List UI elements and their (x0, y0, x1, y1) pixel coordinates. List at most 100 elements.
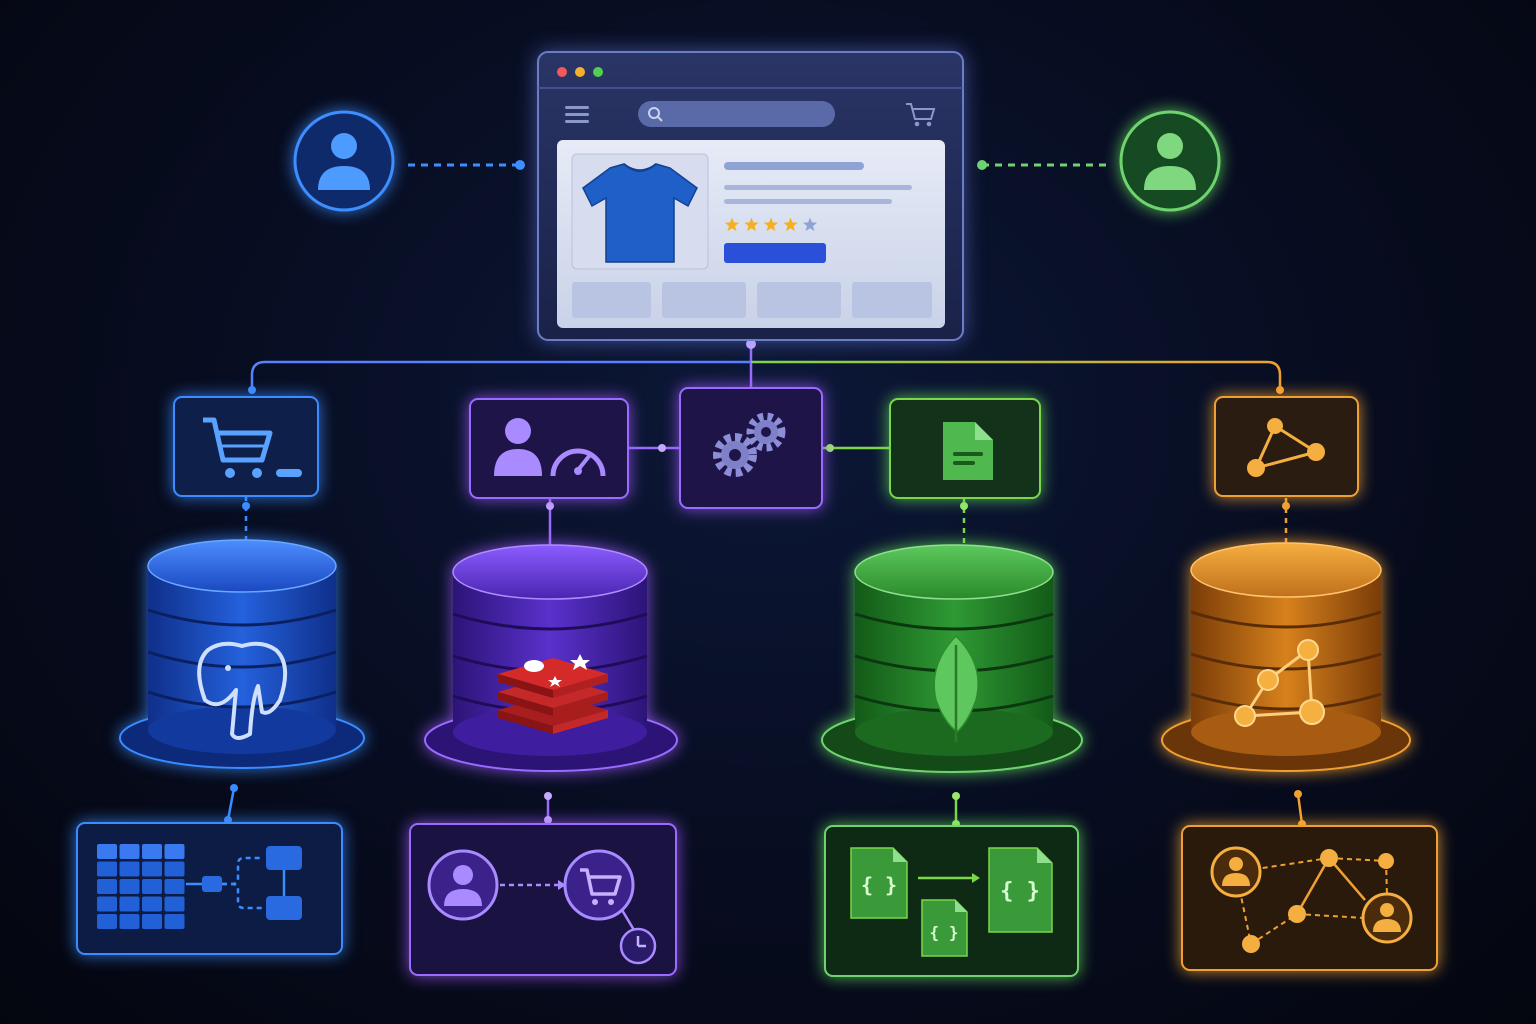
doc-arrow-head (972, 873, 980, 883)
json-file-icon: { } (988, 847, 1053, 933)
star-filled-icon (783, 217, 798, 232)
graph-database[interactable] (1161, 542, 1411, 772)
redis-database[interactable] (424, 544, 678, 772)
flow-boxes-icon (186, 846, 302, 920)
connectors (224, 160, 1306, 828)
connector-dot (977, 160, 987, 170)
user-icon (427, 849, 499, 921)
gateway-service[interactable] (679, 387, 823, 509)
table-grid-icon (97, 844, 185, 929)
table-cell (97, 914, 117, 929)
product-title-line (724, 162, 864, 170)
cart-service[interactable] (173, 396, 319, 497)
connector-dot (1276, 386, 1284, 394)
add-to-cart-button[interactable] (724, 243, 826, 263)
product-desc-line (724, 199, 892, 204)
table-cell (119, 914, 140, 929)
storefront-graph-connector (751, 360, 1282, 392)
graph-icon (1247, 418, 1325, 477)
table-cell (97, 861, 117, 877)
window-controls[interactable] (557, 67, 603, 77)
key-value-model-panel[interactable] (409, 823, 677, 976)
table-cell (164, 879, 185, 894)
document-icon (943, 422, 993, 480)
session-service[interactable] (469, 398, 629, 499)
table-cell (142, 861, 162, 877)
postgres-model-connector (226, 787, 236, 821)
user-icon (1361, 892, 1413, 944)
star-empty-icon (802, 217, 818, 232)
search-icon (648, 107, 663, 122)
cart-icon[interactable] (906, 103, 936, 127)
connector-dot (242, 502, 250, 510)
document-model-panel[interactable]: { } { } { } (824, 825, 1079, 977)
graph-model-connector (1296, 793, 1304, 825)
connector-dot (1294, 790, 1302, 798)
recommendation-service[interactable] (1214, 396, 1359, 497)
star-filled-icon (724, 217, 740, 232)
mongodb-database[interactable] (821, 544, 1083, 773)
search-input[interactable] (638, 101, 835, 127)
connector-dot (515, 160, 525, 170)
table-cell (142, 896, 162, 912)
postgres-database[interactable] (119, 539, 365, 769)
json-braces-glyph: { } (861, 873, 897, 897)
star-filled-icon (763, 217, 779, 232)
storefront-cart-connector (250, 360, 751, 392)
json-braces-glyph: { } (1000, 879, 1040, 904)
table-cell (164, 861, 185, 877)
redis-stack-icon (498, 654, 608, 734)
table-cell (97, 896, 117, 912)
minimize-dot[interactable] (575, 67, 585, 77)
graph-nodes-icon (1242, 849, 1394, 953)
thumbnail[interactable] (572, 282, 651, 318)
left-user[interactable] (293, 110, 395, 212)
json-file-icon: { } (850, 847, 908, 919)
shopping-cart-icon (203, 417, 302, 478)
storefront-window (537, 51, 964, 341)
kv-arrow-head (558, 880, 566, 890)
clock-icon (619, 927, 657, 965)
table-cell (142, 914, 162, 929)
connector-dot (952, 792, 960, 800)
table-cell (164, 914, 185, 929)
tshirt-icon (582, 163, 698, 263)
leaf-icon (933, 634, 979, 742)
table-cell (142, 879, 162, 894)
table-cell (119, 879, 140, 894)
thumbnail[interactable] (852, 282, 932, 318)
json-braces-glyph: { } (930, 923, 959, 942)
product-desc-line (724, 185, 912, 190)
graph-model-panel[interactable] (1181, 825, 1438, 971)
connector-dot (544, 792, 552, 800)
cart-icon (563, 849, 635, 921)
connector-dot (544, 816, 552, 824)
close-dot[interactable] (557, 67, 567, 77)
right-user[interactable] (1119, 110, 1221, 212)
user-icon (318, 133, 370, 190)
connector-dot (826, 444, 834, 452)
thumbnail[interactable] (757, 282, 841, 318)
json-file-icon: { } (921, 899, 968, 957)
user-icon (1210, 846, 1262, 898)
thumbnail[interactable] (662, 282, 746, 318)
table-cell (119, 896, 140, 912)
connector-dot (1282, 502, 1290, 510)
graph-nodes-icon (1234, 639, 1325, 727)
connector-dot (960, 502, 968, 510)
connector-dot (658, 444, 666, 452)
table-cell (142, 844, 162, 859)
connector-dot (546, 502, 554, 510)
table-cell (97, 844, 117, 859)
user-speedometer-icon (494, 418, 606, 477)
elephant-icon (197, 641, 288, 740)
rating-stars (724, 217, 818, 232)
gears-icon (713, 412, 786, 477)
connector-dot (248, 386, 256, 394)
maximize-dot[interactable] (593, 67, 603, 77)
table-cell (164, 844, 185, 859)
catalog-service[interactable] (889, 398, 1041, 499)
relational-model-panel[interactable] (76, 822, 343, 955)
menu-icon[interactable] (565, 106, 589, 123)
